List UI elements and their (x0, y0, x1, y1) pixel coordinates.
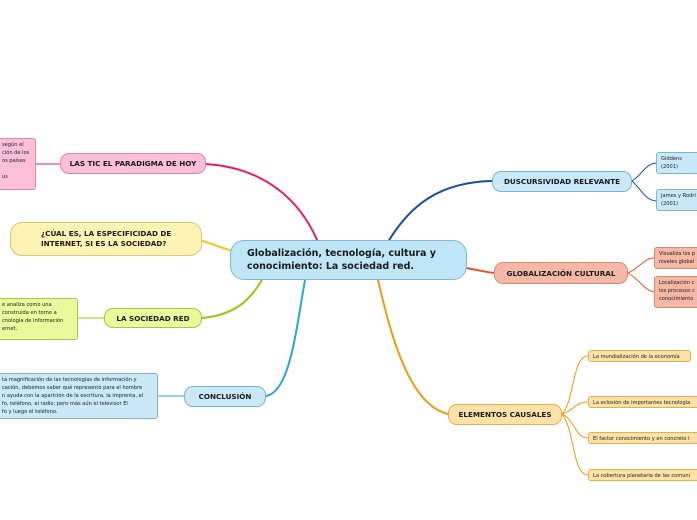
link-elem-4 (561, 413, 589, 476)
topic-tic-paradigma[interactable]: LAS TIC EL PARADIGMA DE HOY (60, 153, 206, 174)
central-topic-line2: conocimiento: La sociedad red. (247, 261, 415, 272)
link-globalizacion (465, 267, 495, 274)
globalizacion-item-1[interactable]: Visualiza los p niveles global (654, 247, 697, 269)
link-elem-1 (561, 355, 589, 415)
central-topic-line1: Globalización, tecnología, cultura y (247, 248, 436, 259)
elementos-item-4[interactable]: La cobertura planetaria de las comuni (588, 469, 697, 481)
topic-sociedad-red[interactable]: LA SOCIEDAD RED (104, 308, 202, 328)
topic-globalizacion-cultural[interactable]: GLOBALIZACIÓN CULTURAL (494, 262, 628, 284)
topic-discursividad-relevante[interactable]: DUSCURSIVIDAD RELEVANTE (492, 171, 632, 192)
link-sociedad-red (201, 279, 263, 319)
elementos-item-2[interactable]: La eclosión de importantes tecnología (588, 396, 697, 408)
link-elem-3 (561, 413, 589, 439)
link-elementos (377, 279, 449, 415)
elementos-item-3[interactable]: El factor conocimiento y en concreto l (588, 432, 697, 444)
link-elem-2 (561, 401, 589, 415)
tic-note[interactable]: según el ción de los os países us (0, 138, 36, 190)
topic-especificidad-internet[interactable]: ¿CÚAL ES, LA ESPECIFICIDAD DE INTERNET, … (10, 222, 202, 256)
discursividad-item-1[interactable]: Giddens (2001) (656, 152, 697, 174)
topic-conclusion[interactable]: CONCLUSIÓN (184, 386, 266, 407)
sociedad-red-note[interactable]: e analiza como una construida en torno a… (0, 298, 78, 340)
discursividad-item-2[interactable]: James y Rodri (2001) (656, 189, 697, 211)
link-disc-1 (631, 162, 657, 182)
link-glob-2 (627, 272, 655, 293)
link-conclusion (265, 279, 306, 397)
elementos-item-1[interactable]: La mundialización de la economía (588, 350, 691, 362)
link-discursividad (387, 180, 493, 243)
central-topic[interactable]: Globalización, tecnología, cultura y con… (230, 240, 467, 280)
link-disc-2 (631, 180, 657, 202)
globalizacion-item-2[interactable]: Localización c los procesos c conocimien… (654, 276, 697, 308)
link-tic (205, 163, 319, 243)
conclusion-note[interactable]: ta magnificación de las tecnologías de i… (0, 373, 158, 419)
topic-elementos-causales[interactable]: ELEMENTOS CAUSALES (448, 404, 562, 425)
link-glob-1 (627, 257, 655, 274)
